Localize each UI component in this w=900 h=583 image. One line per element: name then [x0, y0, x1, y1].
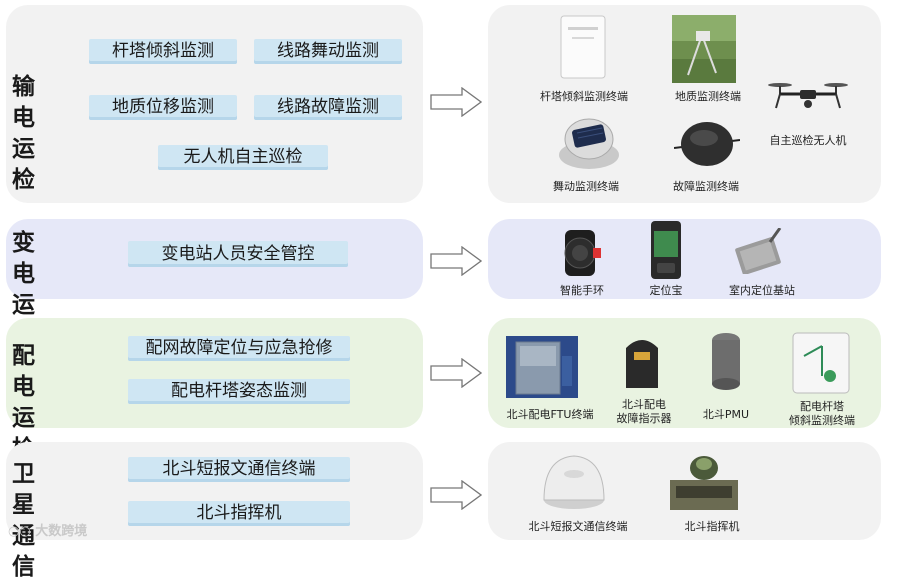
caption-geologic-terminal: 地质监测终端 — [658, 90, 758, 104]
galloping-terminal-image — [556, 115, 622, 173]
caption-pole-tilt-terminal-line1: 配电杆塔 — [772, 400, 872, 414]
chip-fault-location-repair: 配网故障定位与应急抢修 — [128, 336, 350, 361]
chip-tower-tilt: 杆塔倾斜监测 — [89, 39, 237, 64]
chip-uav-inspection: 无人机自主巡检 — [158, 145, 328, 170]
caption-pmu: 北斗PMU — [676, 408, 776, 422]
caption-locator: 定位宝 — [616, 284, 716, 298]
watermark-logo-icon: ○○ — [8, 524, 31, 539]
row-title-transmission: 输 电 运 检 — [12, 72, 82, 196]
command-unit-image — [668, 452, 740, 512]
arrow-right-icon — [430, 480, 482, 510]
ftu-terminal-image — [506, 336, 578, 398]
row-title-line1: 卫 星 — [12, 459, 82, 521]
arrow-right-icon — [430, 87, 482, 117]
caption-ftu-terminal: 北斗配电FTU终端 — [500, 408, 600, 422]
chip-short-message-terminal: 北斗短报文通信终端 — [128, 457, 350, 482]
row-title-line1: 变 电 — [12, 228, 82, 290]
watermark: ○○ 大数跨境 — [8, 520, 87, 539]
caption-tower-tilt-terminal: 杆塔倾斜监测终端 — [534, 90, 634, 104]
fault-terminal-image — [674, 118, 740, 170]
caption-drone: 自主巡检无人机 — [758, 134, 858, 148]
short-message-terminal-image — [540, 452, 608, 510]
row-title-line2: 运 检 — [12, 134, 82, 196]
row-title-line1: 配 电 — [12, 341, 82, 403]
chip-substation-safety: 变电站人员安全管控 — [128, 241, 348, 267]
drone-image — [766, 80, 850, 112]
watermark-text: 大数跨境 — [35, 524, 87, 539]
chip-geologic-displacement: 地质位移监测 — [89, 95, 237, 120]
arrow-right-icon — [430, 246, 482, 276]
chip-line-fault: 线路故障监测 — [254, 95, 402, 120]
chip-line-galloping: 线路舞动监测 — [254, 39, 402, 64]
caption-command-unit: 北斗指挥机 — [662, 520, 762, 534]
smart-band-image — [559, 230, 603, 276]
caption-galloping-terminal: 舞动监测终端 — [536, 180, 636, 194]
row-title-line1: 输 电 — [12, 72, 82, 134]
geologic-terminal-image — [672, 15, 736, 83]
indoor-base-station-image — [734, 228, 786, 274]
locator-image — [651, 221, 681, 279]
fault-indicator-image — [622, 332, 662, 388]
tower-tilt-terminal-image — [560, 15, 606, 79]
chip-command-unit: 北斗指挥机 — [128, 501, 350, 526]
pole-tilt-terminal-image — [792, 332, 850, 394]
caption-pole-tilt-terminal-line2: 倾斜监测终端 — [772, 414, 872, 428]
caption-indoor-base-station: 室内定位基站 — [712, 284, 812, 298]
caption-short-message-terminal: 北斗短报文通信终端 — [528, 520, 628, 534]
pmu-image — [704, 332, 748, 392]
chip-pole-attitude: 配电杆塔姿态监测 — [128, 379, 350, 404]
arrow-right-icon — [430, 358, 482, 388]
caption-fault-terminal: 故障监测终端 — [656, 180, 756, 194]
